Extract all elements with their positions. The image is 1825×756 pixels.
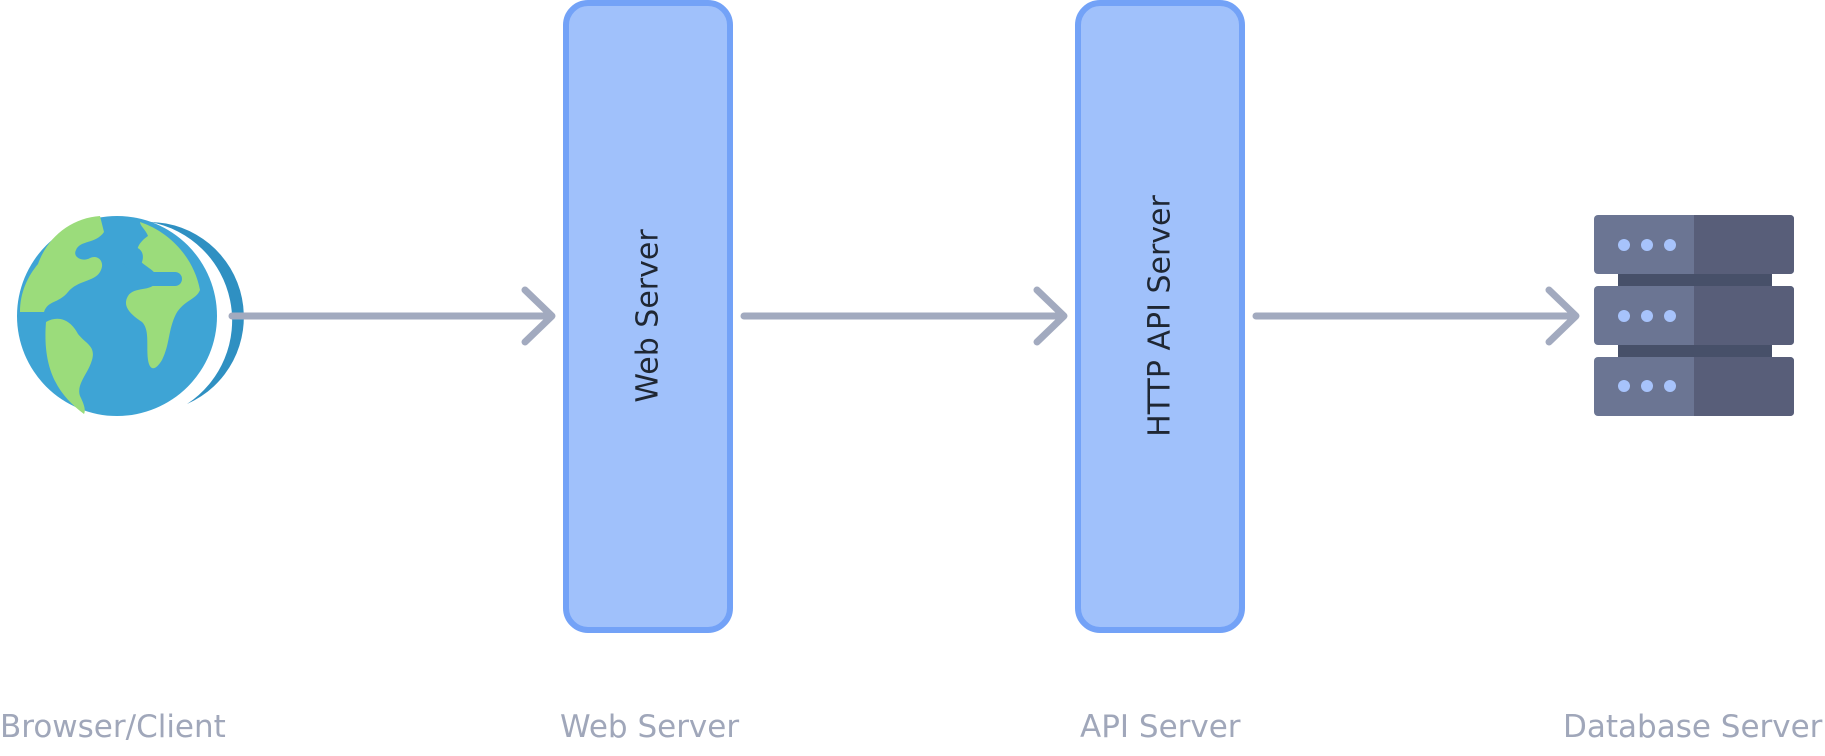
web-server-box-label: Web Server — [631, 229, 666, 403]
api-server-box-label: HTTP API Server — [1143, 194, 1178, 436]
arrow-api-server-to-database — [1252, 286, 1580, 346]
web-server-box[interactable]: Web Server — [563, 0, 733, 633]
globe-icon — [17, 216, 244, 416]
api-server-caption: API Server — [1080, 709, 1241, 745]
database-server-caption: Database Server — [1563, 709, 1823, 745]
api-server-box[interactable]: HTTP API Server — [1075, 0, 1245, 633]
arrow-web-server-to-api-server — [740, 286, 1068, 346]
web-server-caption: Web Server — [560, 709, 740, 745]
database-server-icon — [1594, 215, 1794, 416]
arrow-browser-to-web-server — [228, 286, 556, 346]
browser-client-caption: Browser/Client — [0, 709, 226, 745]
